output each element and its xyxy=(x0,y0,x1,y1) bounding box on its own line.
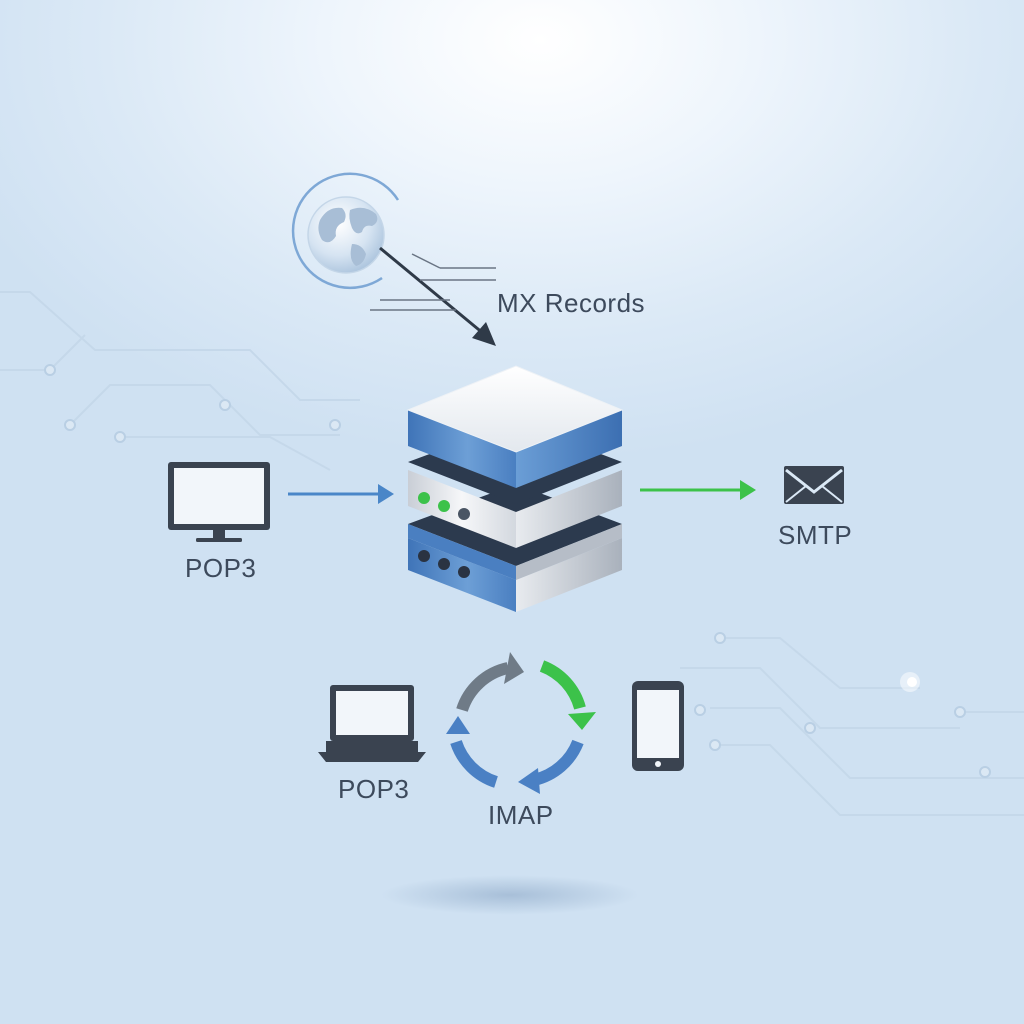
drive-indicators xyxy=(418,550,470,578)
globe-icon xyxy=(291,172,400,289)
pop3-label-top: POP3 xyxy=(185,553,257,583)
mx-arrow xyxy=(379,246,496,346)
smtp-label: SMTP xyxy=(778,520,853,550)
imap-label: IMAP xyxy=(488,800,554,830)
green-arrow-to-smtp xyxy=(640,480,756,500)
pop3-label-bottom: POP3 xyxy=(338,774,410,804)
speed-lines xyxy=(370,253,496,311)
status-leds xyxy=(418,492,470,520)
blue-arrow-to-server xyxy=(288,484,394,504)
mx-records-label: MX Records xyxy=(497,288,646,318)
floor-shadow xyxy=(380,875,640,915)
